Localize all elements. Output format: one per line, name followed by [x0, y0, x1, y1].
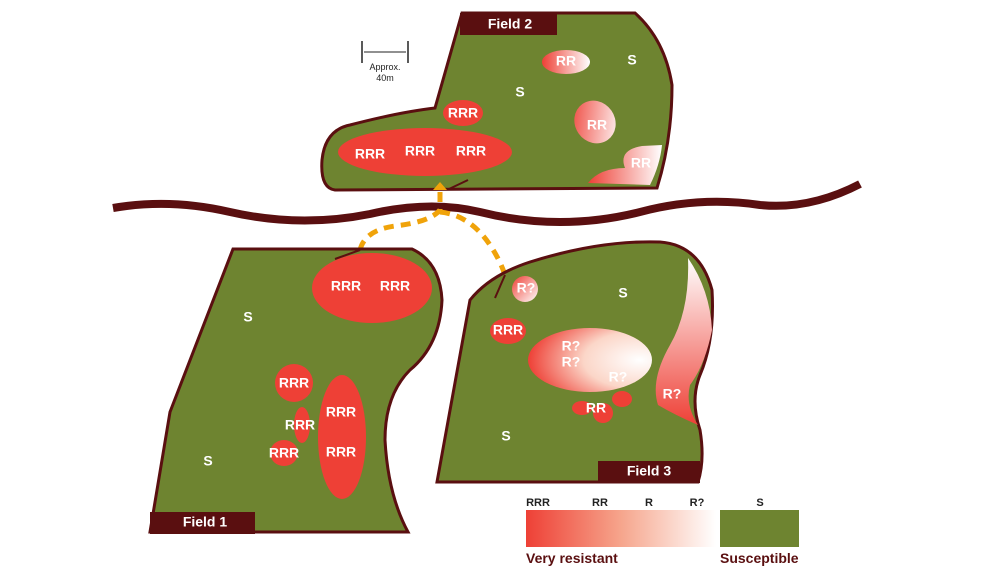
label: RRR [380, 278, 410, 294]
label: RR [586, 400, 606, 416]
scale-label: 40m [376, 73, 394, 83]
label: S [501, 428, 510, 444]
label: RRR [448, 105, 478, 121]
label: RRR [355, 146, 385, 162]
label: R? [663, 386, 682, 402]
legend-susceptible-swatch [720, 510, 799, 547]
label: RR [631, 155, 651, 171]
field-1: Field 1 RRR RRR S RRR RRR RRR RRR RRR S [148, 247, 444, 534]
legend-left-label: Very resistant [526, 550, 618, 566]
legend-key: R? [690, 497, 705, 509]
patch [593, 403, 613, 423]
label: RR [556, 53, 576, 69]
patch [318, 375, 366, 499]
field-2: Field 2 RR S S RRR RRR RRR RRR RR RR [320, 11, 674, 192]
patch [588, 145, 662, 185]
legend-key: S [756, 497, 763, 509]
arrow-icon [433, 182, 447, 190]
label: RRR [285, 417, 315, 433]
patch [338, 128, 512, 176]
patch [528, 328, 652, 392]
legend: RRR RR R R? S Very resistant Susceptible [526, 497, 799, 566]
label: R? [609, 369, 628, 385]
patch [655, 258, 712, 425]
label: RR [587, 117, 607, 133]
label: R? [517, 280, 536, 296]
label: S [203, 453, 212, 469]
legend-right-label: Susceptible [720, 550, 799, 566]
field-3-title-box [598, 461, 700, 483]
patch [312, 253, 432, 323]
label: S [243, 309, 252, 325]
patch [490, 318, 526, 344]
label: RRR [269, 445, 299, 461]
patch [572, 401, 592, 415]
label: R? [562, 354, 581, 370]
patch [542, 50, 590, 74]
label: S [627, 52, 636, 68]
scale-label: Approx. [369, 62, 400, 72]
field-1-title-box [150, 512, 255, 534]
label: RRR [493, 322, 523, 338]
field-3: Field 3 R? S RRR R? R? R? RR R? S [435, 240, 714, 484]
patch [574, 100, 616, 144]
label: RRR [326, 404, 356, 420]
legend-key: RRR [526, 497, 550, 509]
field-2-title: Field 2 [488, 16, 533, 32]
label: RRR [331, 278, 361, 294]
label: RRR [456, 143, 486, 159]
movement-path [357, 188, 508, 276]
label: S [515, 84, 524, 100]
legend-key: RR [592, 497, 608, 509]
patch [294, 407, 310, 443]
legend-key: R [645, 497, 653, 509]
legend-gradient [526, 510, 716, 547]
label: RRR [326, 444, 356, 460]
label: S [618, 285, 627, 301]
label: RRR [405, 143, 435, 159]
label: R? [562, 338, 581, 354]
patch [443, 100, 483, 126]
field-2-title-box [460, 13, 557, 35]
scale-bar: Approx. 40m [361, 41, 409, 83]
label: RRR [279, 375, 309, 391]
patch [612, 391, 632, 407]
road [112, 180, 862, 226]
field-3-title: Field 3 [627, 463, 672, 479]
patch [275, 364, 313, 402]
field-1-title: Field 1 [183, 514, 228, 530]
patch [512, 276, 538, 302]
patch [270, 440, 298, 466]
